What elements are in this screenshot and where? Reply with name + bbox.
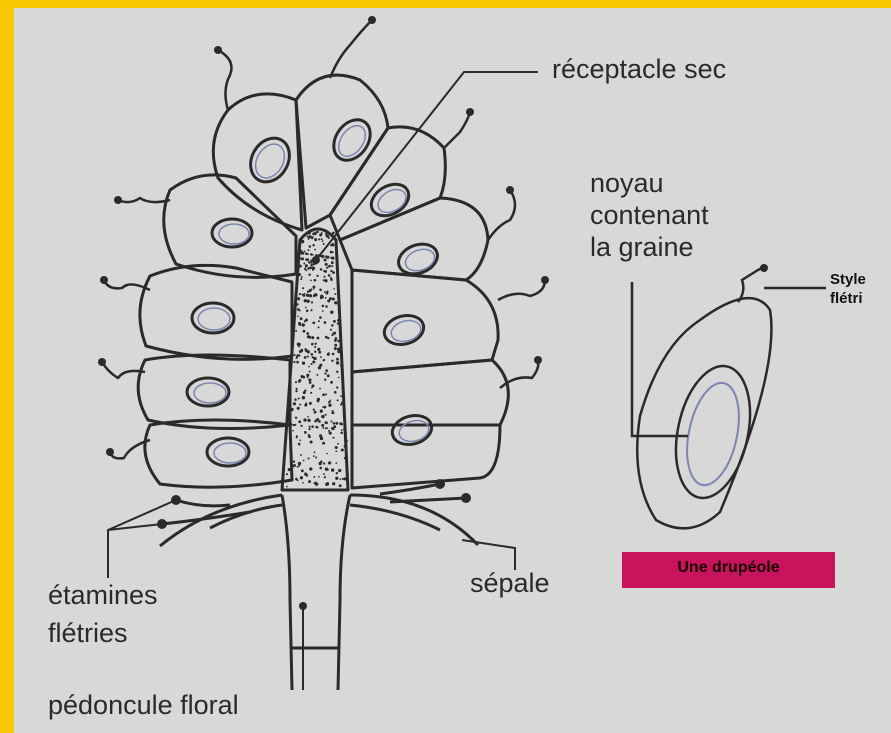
label-noyau-line1: noyau — [590, 168, 664, 198]
label-etamines-line1: étamines — [48, 580, 158, 610]
drupeole-badge: Une drupéole — [622, 552, 835, 588]
label-etamines-line2: flétries — [48, 618, 128, 648]
label-sepale: sépale — [470, 568, 550, 598]
label-pedoncule: pédoncule floral — [48, 690, 239, 720]
diagram-background — [14, 8, 891, 733]
label-style-line2: flétri — [830, 289, 863, 308]
label-style-line1: Style — [830, 270, 866, 289]
label-noyau-line3: la graine — [590, 232, 694, 262]
label-receptacle: réceptacle sec — [552, 54, 726, 84]
label-noyau-line2: contenant — [590, 200, 709, 230]
